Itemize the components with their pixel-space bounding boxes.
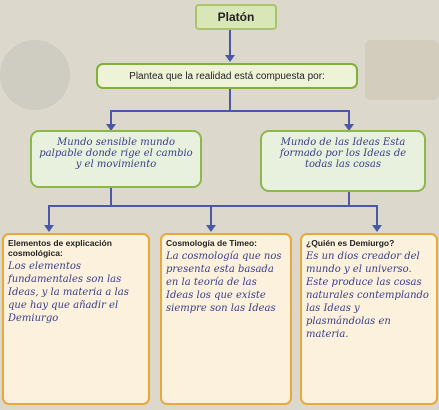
cosmological-elements-answer: Los elementos fundamentales son las Idea… [8,261,129,324]
main-statement-box: Plantea que la realidad está compuesta p… [96,63,358,89]
timeo-cosmology-box: Cosmología de Timeo: La cosmología que n… [160,233,292,405]
connector-main-down [229,89,231,111]
demiurge-answer: Es un dios creador del mundo y el univer… [306,251,429,340]
cosmological-elements-heading: Elementos de explicación cosmológica: [8,238,112,258]
demiurge-heading: ¿Quién es Demiurgo? [306,238,395,248]
arrow-down-icon [372,225,382,232]
background-image [365,40,439,100]
title-text: Platón [217,10,255,24]
timeo-cosmology-answer: La cosmología que nos presenta esta basa… [166,251,282,314]
connector-horizontal-upper [110,110,350,112]
connector-left-down [110,110,112,126]
ideas-world-box: Mundo de las Ideas Esta formado por los … [260,130,426,192]
sensible-world-text: Mundo sensible mundo palpable donde rige… [39,137,193,170]
main-statement-text: Plantea que la realidad está compuesta p… [129,70,325,82]
timeo-cosmology-heading: Cosmología de Timeo: [166,238,257,248]
connector-left-mid-down [110,188,112,206]
connector-bottom-right [376,205,378,227]
connector-horizontal-lower [48,205,378,207]
arrow-down-icon [206,225,216,232]
demiurge-box: ¿Quién es Demiurgo? Es un dios creador d… [300,233,438,405]
connector-bottom-middle [210,205,212,227]
connector-right-mid-down [348,192,350,206]
sensible-world-box: Mundo sensible mundo palpable donde rige… [30,130,202,188]
title-box: Platón [195,4,277,30]
arrow-down-icon [44,225,54,232]
arrow-down-icon [344,124,354,131]
background-yin-yang-image [0,40,70,110]
arrow-down-icon [225,55,235,62]
ideas-world-text: Mundo de las Ideas Esta formado por los … [279,137,407,170]
connector-title-main [229,30,231,56]
arrow-down-icon [106,124,116,131]
connector-bottom-left [48,205,50,227]
connector-right-down [348,110,350,126]
cosmological-elements-box: Elementos de explicación cosmológica: Lo… [2,233,150,405]
